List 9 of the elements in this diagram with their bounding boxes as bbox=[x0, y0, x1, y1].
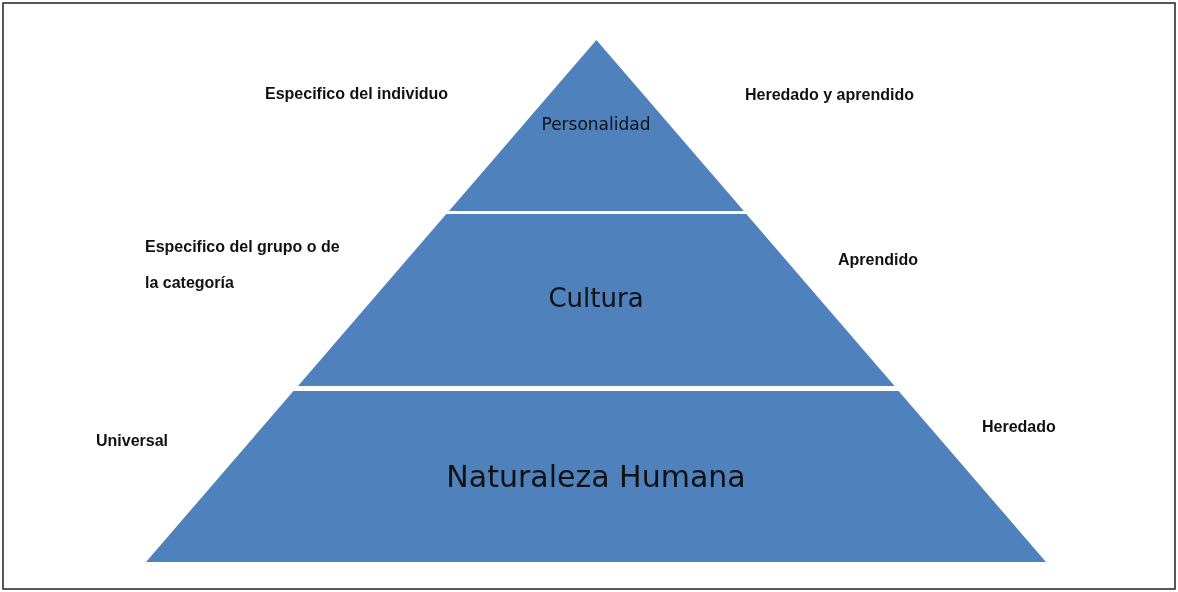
side-note: Especifico del individuo bbox=[265, 84, 450, 104]
tier-label: Cultura bbox=[548, 283, 644, 313]
side-note: Especifico del grupo o de la categoría bbox=[145, 237, 341, 293]
side-note: Universal bbox=[96, 431, 170, 451]
side-note: Aprendido bbox=[838, 250, 919, 270]
tier-label: Naturaleza Humana bbox=[446, 458, 746, 494]
tier-label: Personalidad bbox=[541, 114, 651, 134]
side-note: Heredado y aprendido bbox=[745, 85, 915, 105]
side-note: Heredado bbox=[982, 417, 1057, 437]
